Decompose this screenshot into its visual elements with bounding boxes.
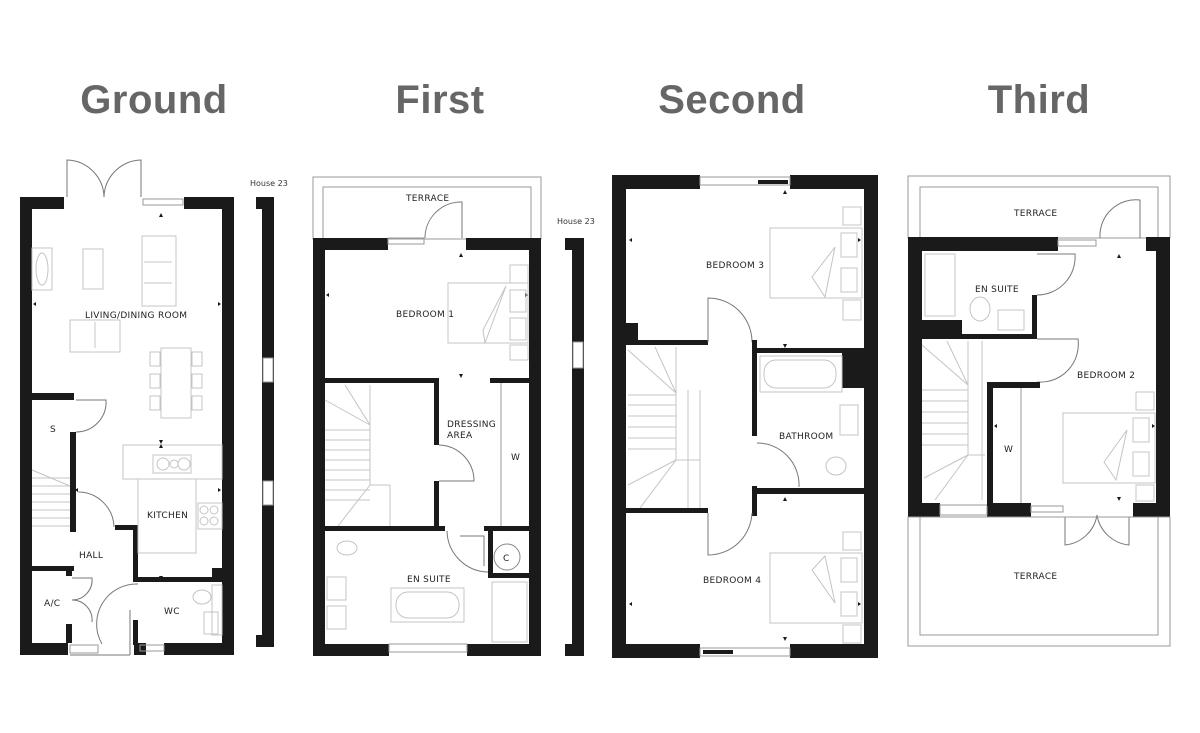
floor-title-second: Second	[658, 78, 806, 122]
neighbour-label-ground: House 23	[250, 179, 288, 188]
room-label-w-first: W	[511, 453, 520, 463]
room-label-terrace-bottom: TERRACE	[1013, 572, 1057, 582]
floor-title-first: First	[395, 78, 485, 122]
room-label-dressing-1: DRESSING	[447, 420, 496, 430]
room-label-bathroom: BATHROOM	[779, 432, 833, 442]
second-floor-plan: BEDROOM 3 BATHROOM	[612, 175, 878, 658]
room-label-bedroom-3: BEDROOM 3	[706, 261, 764, 271]
third-floor-plan: TERRACE EN SUITE W BEDROOM 2	[907, 175, 1171, 647]
room-label-living-dining: LIVING/DINING ROOM	[85, 311, 187, 321]
room-label-bedroom-1: BEDROOM 1	[396, 310, 454, 320]
room-label-terrace-first: TERRACE	[405, 194, 449, 204]
room-label-bedroom-4: BEDROOM 4	[703, 576, 761, 586]
room-label-wc: WC	[164, 607, 180, 617]
room-label-ac: A/C	[44, 599, 60, 609]
first-floor-plan: TERRACE BEDROOM 1 DRESSING AREA W	[312, 176, 595, 656]
floor-title-ground: Ground	[80, 78, 228, 122]
room-label-w-third: W	[1004, 445, 1013, 455]
room-label-bedroom-2: BEDROOM 2	[1077, 371, 1135, 381]
room-label-en-suite-first: EN SUITE	[407, 575, 451, 585]
room-label-terrace-top: TERRACE	[1013, 209, 1057, 219]
room-label-dressing-2: AREA	[447, 431, 473, 441]
neighbour-label-first: House 23	[557, 217, 595, 226]
room-label-en-suite-third: EN SUITE	[975, 285, 1019, 295]
ground-floor-plan: LIVING/DINING ROOM S KITCHEN HALL A/C WC…	[20, 159, 288, 656]
room-label-c: C	[503, 554, 510, 564]
floor-title-third: Third	[987, 78, 1091, 122]
room-label-hall: HALL	[79, 551, 103, 561]
room-label-s: S	[50, 425, 56, 435]
room-label-kitchen: KITCHEN	[147, 511, 188, 521]
